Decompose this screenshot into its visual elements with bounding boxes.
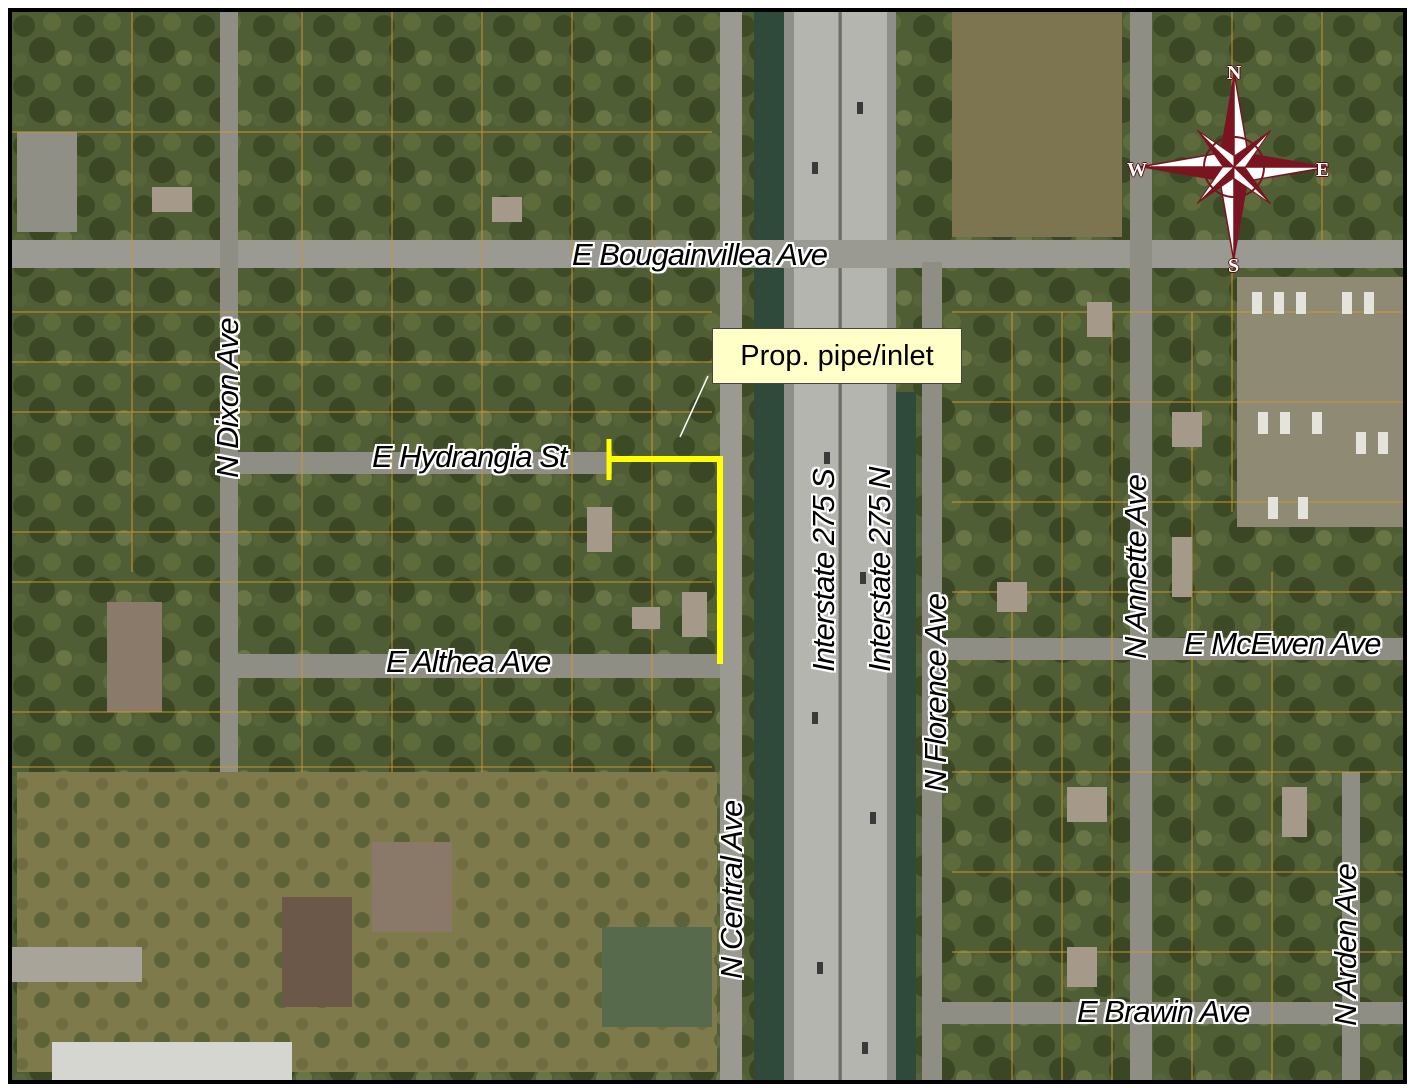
street-label-florence: N Florence Ave xyxy=(918,594,953,792)
callout-leader xyxy=(679,375,709,438)
compass-north-label: N xyxy=(1227,62,1242,84)
road-bougainvillea xyxy=(12,240,1403,268)
street-label-dixon: N Dixon Ave xyxy=(210,318,245,478)
vehicles xyxy=(812,102,876,1054)
sports-court xyxy=(602,927,712,1027)
road-hydrangia xyxy=(232,452,612,474)
road-central xyxy=(720,12,742,1080)
canal xyxy=(894,392,916,1080)
compass-east-label: E xyxy=(1316,159,1330,181)
field-area xyxy=(952,12,1122,237)
road-mcewen xyxy=(942,638,1403,660)
building xyxy=(12,947,142,982)
interstate-275-s-lanes xyxy=(794,12,839,1080)
parking-lot xyxy=(17,132,77,232)
rv-units xyxy=(1252,292,1388,519)
street-label-arden: N Arden Ave xyxy=(1328,864,1363,1026)
compass-rose-icon xyxy=(1138,71,1330,263)
road-annette xyxy=(1130,12,1152,1080)
proposed-pipe-inlet-callout: Prop. pipe/inlet xyxy=(712,328,962,384)
street-label-mcewen: E McEwen Ave xyxy=(1184,626,1381,661)
interstate-275-n-lanes xyxy=(842,12,887,1080)
houses xyxy=(152,187,1307,987)
road-arden xyxy=(1342,772,1360,1080)
street-label-brawin: E Brawin Ave xyxy=(1077,994,1250,1029)
street-label-hydrangia: E Hydrangia St xyxy=(372,439,567,474)
school-building xyxy=(282,897,352,1007)
school-ground xyxy=(17,772,717,1072)
proposed-pipe-line xyxy=(610,456,723,664)
street-label-i275s: Interstate 275 S xyxy=(806,469,841,672)
street-label-bougainvillea: E Bougainvillea Ave xyxy=(572,237,828,272)
compass-south-label: S xyxy=(1228,255,1240,277)
road-florence xyxy=(922,262,942,1080)
street-label-althea: E Althea Ave xyxy=(386,644,551,679)
street-label-central: N Central Ave xyxy=(714,800,749,979)
map-frame: N S E W E Bougainvillea Ave E Hydrangia … xyxy=(8,8,1407,1084)
street-label-i275n: Interstate 275 N xyxy=(862,467,897,672)
street-label-annette: N Annette Ave xyxy=(1118,474,1153,659)
school-building xyxy=(372,842,452,932)
aerial-map xyxy=(12,12,1403,1080)
road-brawin xyxy=(942,1002,1403,1024)
compass-west-label: W xyxy=(1127,159,1147,181)
building xyxy=(107,602,162,712)
building xyxy=(52,1042,292,1080)
